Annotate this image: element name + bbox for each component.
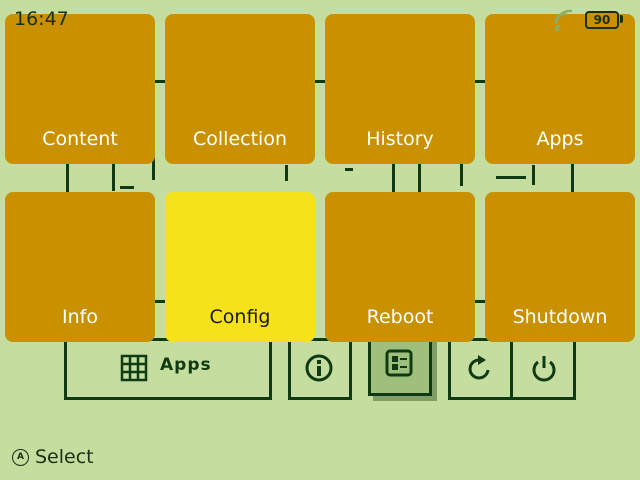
tile-info[interactable]: Info: [5, 192, 155, 342]
bg-pixel-glyph: [460, 160, 463, 186]
reboot-icon: [468, 355, 490, 380]
bg-frame-line: [475, 80, 485, 83]
bg-frame-line: [475, 300, 485, 303]
config-icon: [385, 349, 413, 377]
bg-info-box: [288, 338, 352, 400]
power-icon: [532, 356, 556, 382]
wifi-icon: [554, 9, 573, 31]
bg-pixel-glyph: [345, 168, 353, 171]
battery-indicator: 90: [585, 11, 619, 29]
battery-level: 90: [593, 13, 611, 27]
bg-pixel-glyph: [532, 165, 535, 185]
bg-pixel-glyph: [496, 176, 526, 179]
battery-tip: [620, 15, 623, 23]
bg-frame-line: [66, 160, 69, 192]
bg-pixel-glyph: [392, 160, 395, 192]
a-button-icon: A: [12, 448, 29, 466]
bg-frame-line: [155, 80, 165, 83]
bg-config-box: [368, 334, 432, 396]
tile-label: Config: [209, 306, 271, 328]
bg-pixel-glyph: [112, 163, 115, 191]
select-label: Select: [35, 446, 94, 468]
tile-collection[interactable]: Collection: [165, 14, 315, 164]
tile-reboot[interactable]: Reboot: [325, 192, 475, 342]
bg-apps-label: Apps: [160, 355, 212, 375]
tile-label: Collection: [193, 128, 287, 150]
bg-frame-line: [315, 80, 325, 83]
tile-shutdown[interactable]: Shutdown: [485, 192, 635, 342]
bg-pixel-glyph: [120, 186, 134, 189]
bg-frame-line: [571, 160, 574, 192]
tile-config[interactable]: Config: [165, 192, 315, 342]
tile-label: Reboot: [366, 306, 434, 328]
bg-pixel-glyph: [418, 160, 421, 192]
tile-label: Info: [62, 306, 98, 328]
info-icon: [305, 354, 333, 382]
clock: 16:47: [14, 8, 69, 30]
tile-label: History: [366, 128, 434, 150]
tile-content[interactable]: Content: [5, 14, 155, 164]
bg-power-divider: [510, 338, 513, 400]
tile-history[interactable]: History: [325, 14, 475, 164]
bg-frame-line: [155, 300, 165, 303]
tile-apps[interactable]: Apps: [485, 14, 635, 164]
tile-label: Shutdown: [512, 306, 608, 328]
select-hint: A Select: [12, 446, 94, 468]
bg-pixel-glyph: [152, 150, 155, 180]
tile-label: Apps: [536, 128, 584, 150]
tile-label: Content: [42, 128, 118, 150]
bg-pixel-glyph: [285, 165, 288, 181]
grid-icon: [120, 354, 148, 382]
